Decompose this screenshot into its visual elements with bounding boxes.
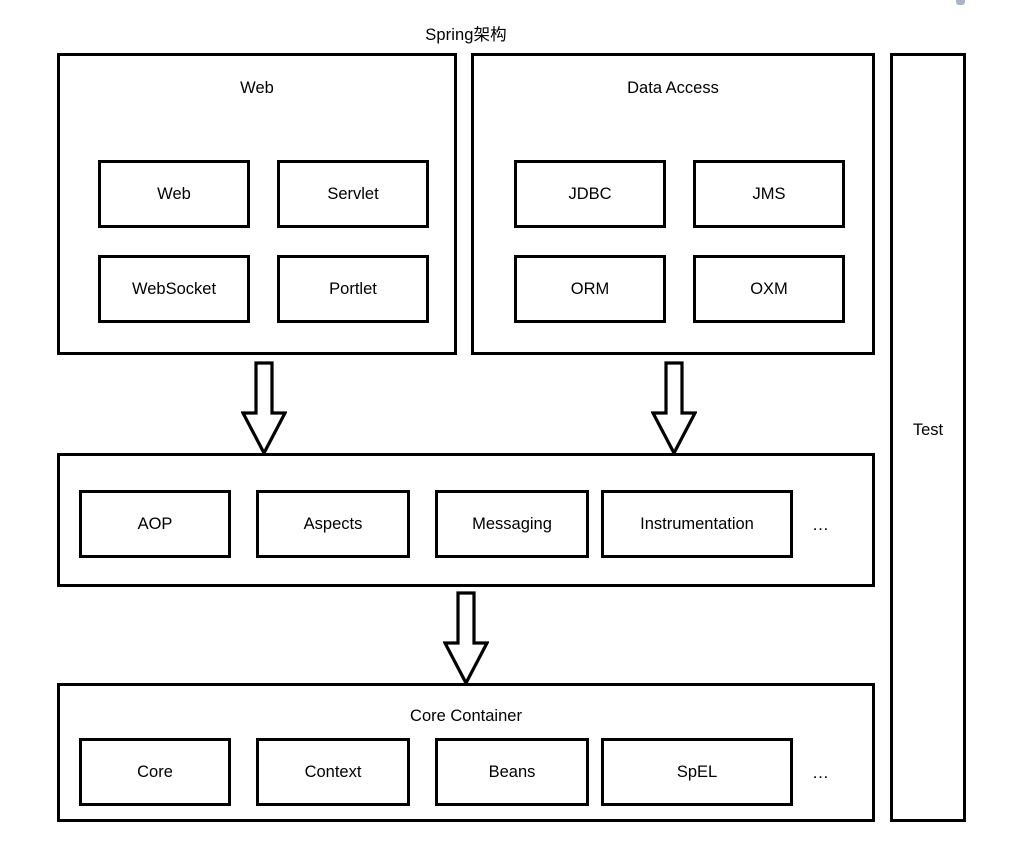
- core-container-overflow-ellipsis: …: [812, 763, 831, 782]
- group-test-label: Test: [912, 421, 944, 439]
- module-messaging[interactable]: Messaging: [435, 490, 589, 558]
- aop-row-overflow-ellipsis: …: [812, 515, 831, 534]
- arrow-aop-to-core: [443, 591, 489, 687]
- module-aspects[interactable]: Aspects: [256, 490, 410, 558]
- module-data-access-oxm[interactable]: OXM: [693, 255, 845, 323]
- module-context[interactable]: Context: [256, 738, 410, 806]
- group-aop-row: AOP Aspects Messaging Instrumentation …: [57, 453, 875, 587]
- arrow-web-to-aop: [241, 361, 287, 457]
- module-core[interactable]: Core: [79, 738, 231, 806]
- module-data-access-jms[interactable]: JMS: [693, 160, 845, 228]
- arrow-data-access-to-aop: [651, 361, 697, 457]
- module-beans[interactable]: Beans: [435, 738, 589, 806]
- group-test: Test: [890, 53, 966, 822]
- group-core-container: Core Container Core Context Beans SpEL …: [57, 683, 875, 822]
- group-web-label: Web: [240, 79, 274, 97]
- module-data-access-jdbc[interactable]: JDBC: [514, 160, 666, 228]
- module-web-portlet[interactable]: Portlet: [277, 255, 429, 323]
- module-aop[interactable]: AOP: [79, 490, 231, 558]
- group-web: Web Web Servlet WebSocket Portlet: [57, 53, 457, 355]
- module-data-access-orm[interactable]: ORM: [514, 255, 666, 323]
- module-instrumentation[interactable]: Instrumentation: [601, 490, 793, 558]
- module-web-websocket[interactable]: WebSocket: [98, 255, 250, 323]
- module-web-web[interactable]: Web: [98, 160, 250, 228]
- module-spel[interactable]: SpEL: [601, 738, 793, 806]
- diagram-title: Spring架构: [425, 26, 507, 44]
- group-core-container-label: Core Container: [410, 707, 522, 725]
- status-dot-icon: [956, 0, 965, 5]
- module-web-servlet[interactable]: Servlet: [277, 160, 429, 228]
- group-data-access-label: Data Access: [627, 79, 719, 97]
- group-data-access: Data Access JDBC JMS ORM OXM: [471, 53, 875, 355]
- spring-architecture-diagram: Spring架构 Web Web Servlet WebSocket Portl…: [0, 12, 1020, 844]
